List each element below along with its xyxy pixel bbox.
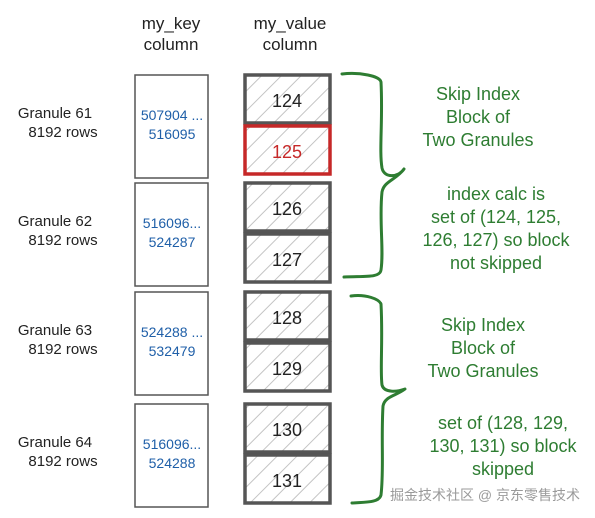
value-label-125: 125 bbox=[272, 142, 302, 162]
value-label-127: 127 bbox=[272, 250, 302, 270]
key-box-63 bbox=[134, 291, 209, 396]
granule-name-61: Granule 61 bbox=[18, 105, 92, 122]
watermark: 掘金技术社区 @ 京东零售技术 bbox=[390, 487, 580, 503]
key-range-start-64: 516096... bbox=[143, 436, 201, 452]
key-range-start-63: 524288 ... bbox=[141, 324, 203, 340]
value-box-124 bbox=[243, 73, 332, 125]
granule-rows-63: 8192 rows bbox=[28, 341, 97, 358]
value-label-129: 129 bbox=[272, 359, 302, 379]
key-box-64 bbox=[134, 403, 209, 508]
brace-block-1 bbox=[340, 72, 406, 279]
key-range-start-61: 507904 ... bbox=[141, 107, 203, 123]
value-label-130: 130 bbox=[272, 420, 302, 440]
annotation-not-skipped-line1: index calc is bbox=[447, 184, 545, 204]
key-range-start-62: 516096... bbox=[143, 215, 201, 231]
key-range-end-62: 524287 bbox=[149, 234, 196, 250]
value-column-header-line2: column bbox=[263, 35, 318, 54]
key-box-61 bbox=[134, 74, 209, 179]
value-box-129 bbox=[243, 341, 332, 393]
annotation-skipped-line1: set of (128, 129, bbox=[438, 413, 568, 433]
annotation-skipped-line2: 130, 131) so block bbox=[429, 436, 577, 456]
annotation-skip-index-block-1-line1: Skip Index bbox=[436, 84, 520, 104]
value-box-125 bbox=[243, 124, 332, 176]
annotation-not-skipped-line2: set of (124, 125, bbox=[431, 207, 561, 227]
granule-name-64: Granule 64 bbox=[18, 434, 92, 451]
key-column-header-line1: my_key bbox=[142, 14, 201, 33]
granule-rows-62: 8192 rows bbox=[28, 232, 97, 249]
value-box-130 bbox=[243, 402, 332, 454]
value-label-131: 131 bbox=[272, 471, 302, 491]
annotation-not-skipped-line4: not skipped bbox=[450, 253, 542, 273]
value-box-131 bbox=[243, 453, 332, 505]
annotation-skip-index-block-2-line1: Skip Index bbox=[441, 315, 525, 335]
key-range-end-61: 516095 bbox=[149, 126, 196, 142]
key-column-header-line2: column bbox=[144, 35, 199, 54]
granules-group: Granule 61 8192 rows 507904 ... 516095 124 12… bbox=[18, 73, 332, 508]
granule-rows-61: 8192 rows bbox=[28, 124, 97, 141]
annotation-skip-index-block-1-line3: Two Granules bbox=[422, 130, 533, 150]
value-box-126 bbox=[243, 181, 332, 233]
annotation-skip-index-block-2-line3: Two Granules bbox=[427, 361, 538, 381]
value-box-128 bbox=[243, 290, 332, 342]
key-box-62 bbox=[134, 182, 209, 287]
value-label-126: 126 bbox=[272, 199, 302, 219]
granule-rows-64: 8192 rows bbox=[28, 453, 97, 470]
annotation-skip-index-block-1-line2: Block of bbox=[446, 107, 511, 127]
key-range-end-63: 532479 bbox=[149, 343, 196, 359]
granule-name-62: Granule 62 bbox=[18, 213, 92, 230]
annotation-skipped-line3: skipped bbox=[472, 459, 534, 479]
annotation-not-skipped-line3: 126, 127) so block bbox=[422, 230, 570, 250]
brace-block-2 bbox=[349, 294, 407, 505]
granule-name-63: Granule 63 bbox=[18, 322, 92, 339]
value-box-127 bbox=[243, 232, 332, 284]
key-range-end-64: 524288 bbox=[149, 455, 196, 471]
value-column-header-line1: my_value bbox=[254, 14, 327, 33]
annotation-skip-index-block-2-line2: Block of bbox=[451, 338, 516, 358]
value-label-124: 124 bbox=[272, 91, 302, 111]
value-label-128: 128 bbox=[272, 308, 302, 328]
